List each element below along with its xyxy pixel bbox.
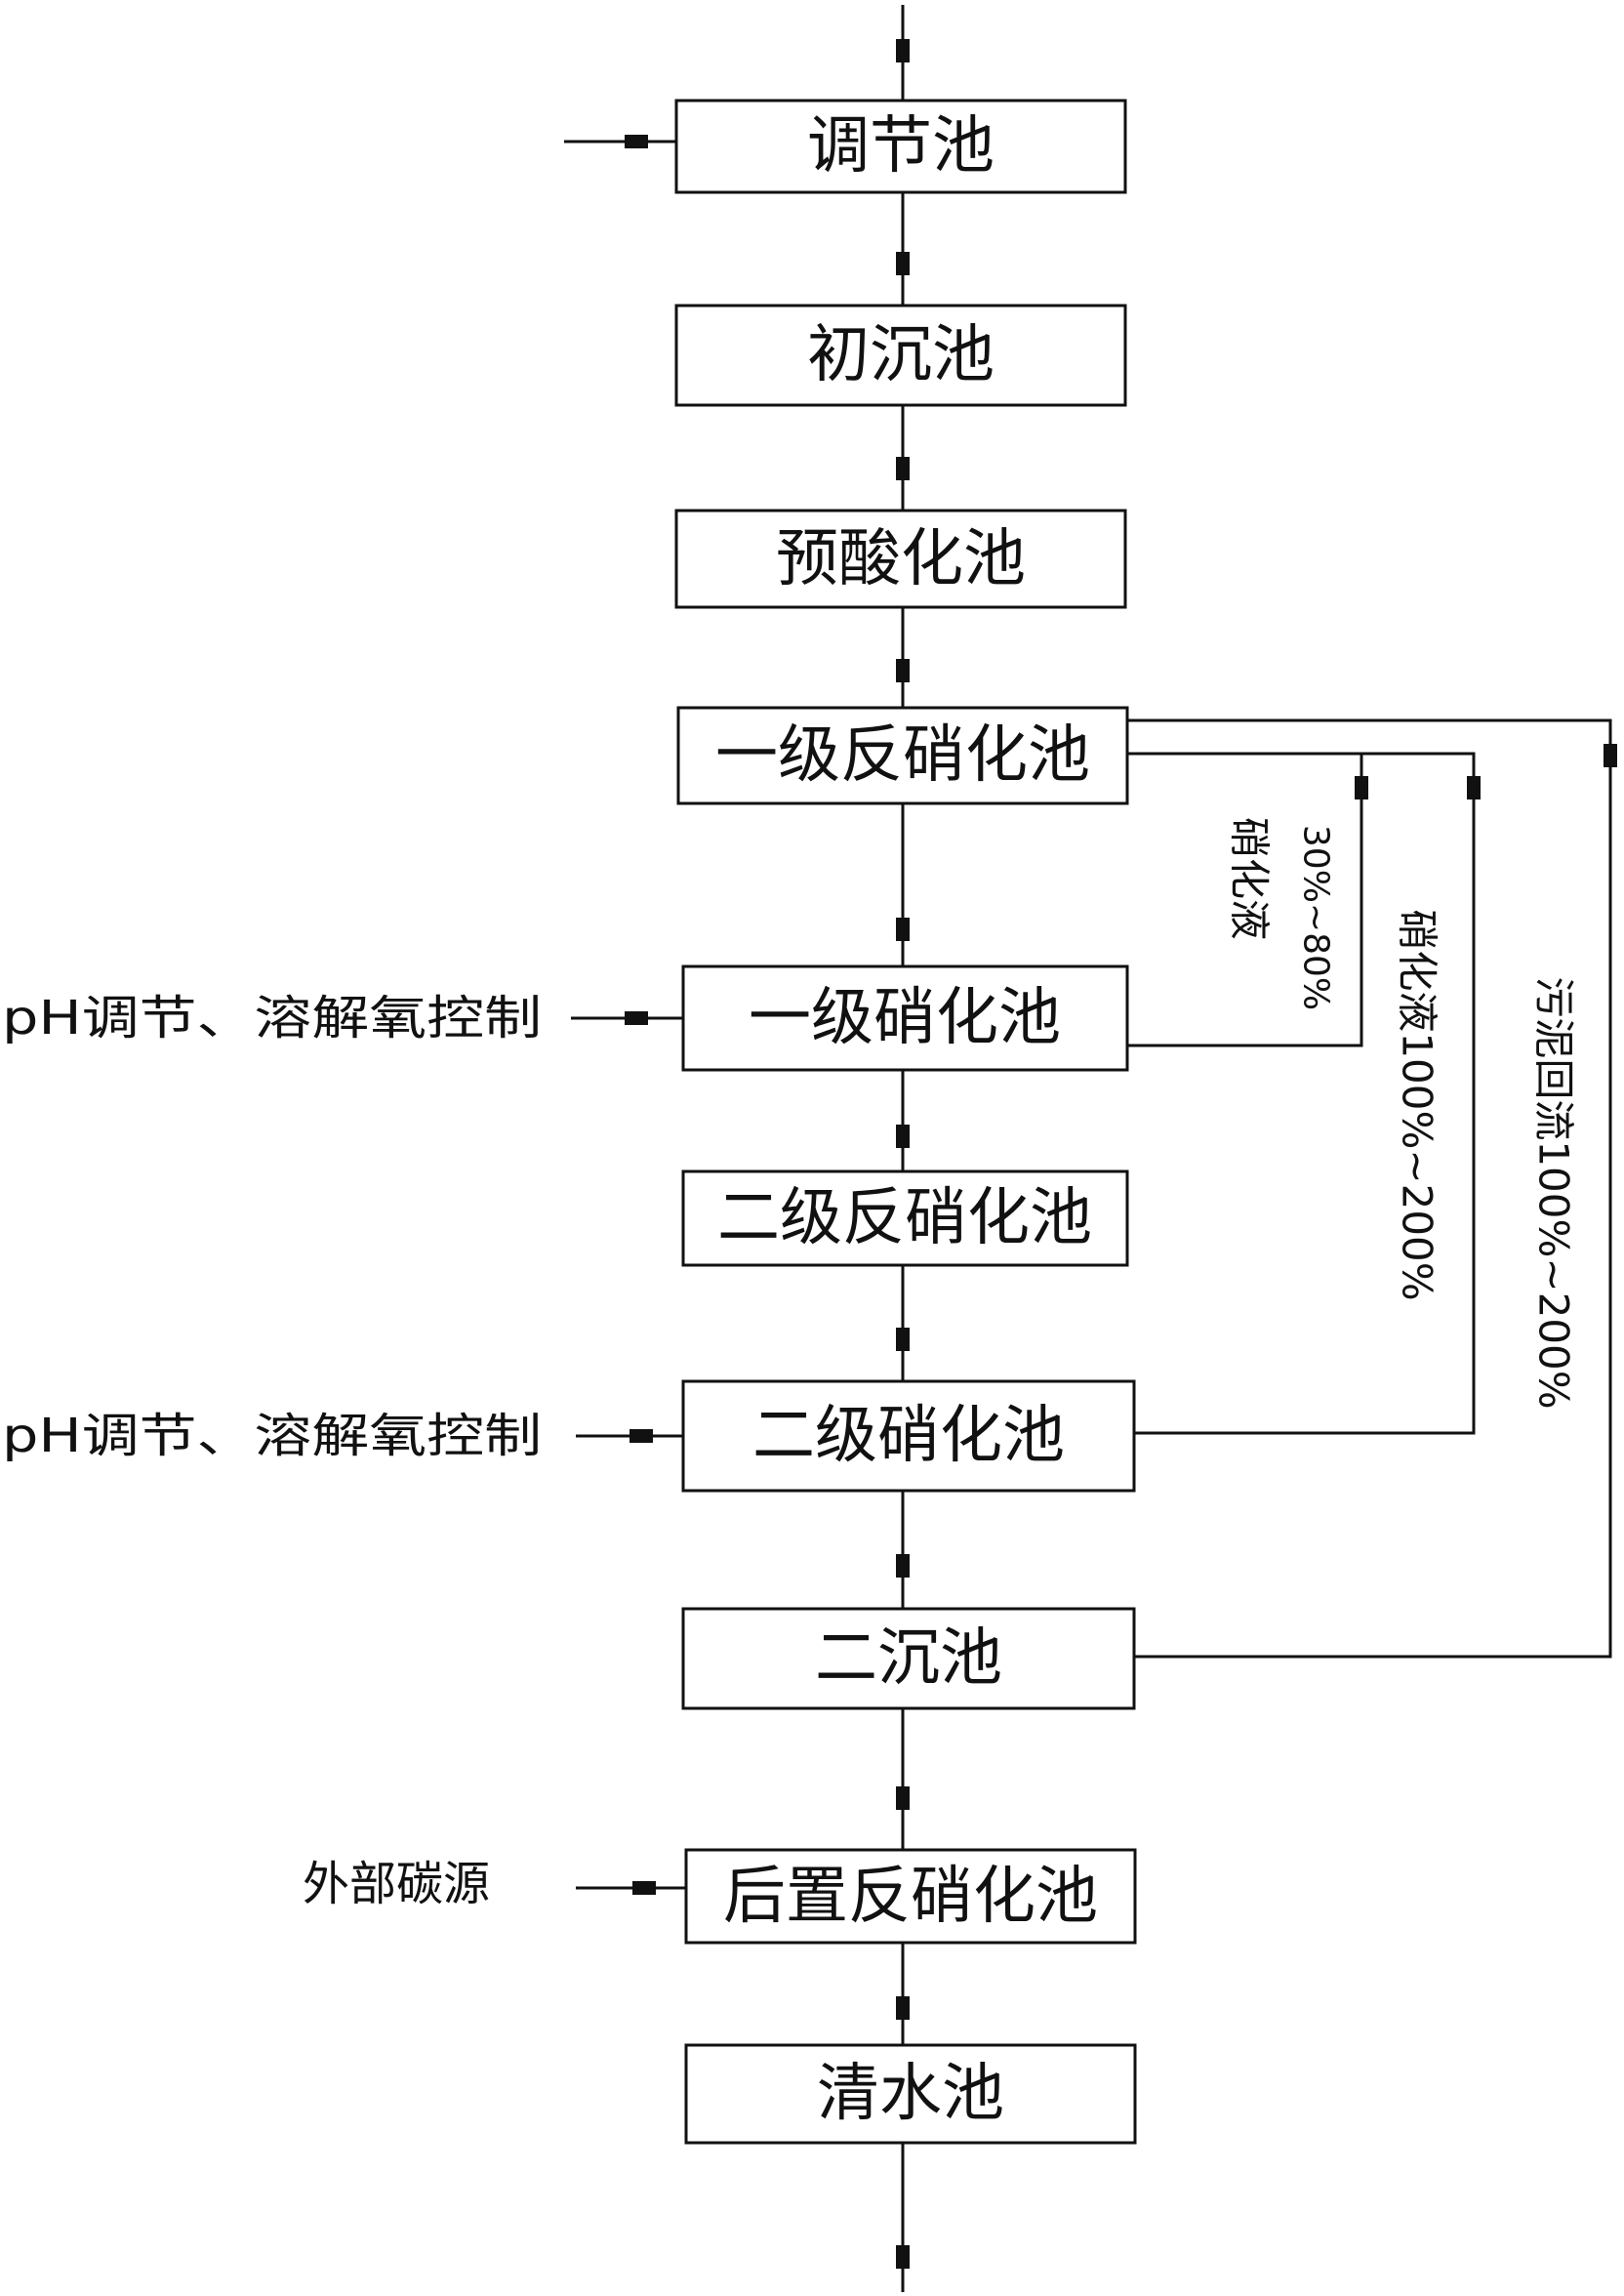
sludge-return-arrow-icon xyxy=(1604,744,1617,767)
flow-arrow-icon xyxy=(896,2245,910,2269)
nitrified-liquid-2-arrow-icon xyxy=(1467,776,1481,800)
step-box xyxy=(674,509,1127,609)
step-label: 二沉池 xyxy=(815,1622,1002,1695)
step-label: 后置反硝化池 xyxy=(723,1861,1098,1933)
step-label: 二级硝化池 xyxy=(752,1400,1065,1472)
ph-control-2-arrow-icon xyxy=(629,1429,653,1443)
step-box xyxy=(674,304,1127,407)
step-box xyxy=(681,1169,1129,1267)
sludge-return-label: 污泥回流100%~200% xyxy=(1530,976,1578,1409)
side-inputs xyxy=(564,135,686,1895)
flow-arrow-icon xyxy=(896,1125,910,1148)
recycle-loops xyxy=(1127,718,1617,1659)
nitrified-liquid-1-ratio-label: 30%~80% xyxy=(1296,825,1336,1010)
external-carbon-label: 外部碳源 xyxy=(303,1857,490,1911)
flow-arrow-icon xyxy=(896,1996,910,2020)
step-yiji-fanxiaohuachi: 一级反硝化池 xyxy=(676,706,1129,805)
step-label: 一级反硝化池 xyxy=(715,719,1090,792)
nitrified-liquid-2-label: 硝化液100%~200% xyxy=(1394,909,1441,1300)
step-box xyxy=(681,1379,1136,1493)
step-erji-fanxiaohuachi: 二级反硝化池 xyxy=(681,1169,1129,1267)
ph-control-1-label: pH调节、溶解氧控制 xyxy=(2,991,542,1046)
step-box xyxy=(684,1848,1137,1945)
inlet-feed-arrow-icon xyxy=(625,135,648,148)
step-label: 预酸化池 xyxy=(776,523,1026,595)
main-flow-arrows xyxy=(896,39,910,2269)
flow-arrow-icon xyxy=(896,1786,910,1810)
sludge-return-loop xyxy=(1127,718,1612,1659)
step-box xyxy=(681,1607,1136,1710)
step-houzhi-fanxiaohuachi: 后置反硝化池 xyxy=(684,1848,1137,1945)
step-label: 初沉池 xyxy=(807,319,995,391)
nitrified-liquid-1-name-label: 硝化液 xyxy=(1226,817,1274,940)
step-erji-xiaohuachi: 二级硝化池 xyxy=(681,1379,1136,1493)
step-tiaojiechi: 调节池 xyxy=(674,99,1127,194)
ph-control-2-label: pH调节、溶解氧控制 xyxy=(2,1409,542,1463)
step-label: 二级反硝化池 xyxy=(717,1182,1092,1254)
step-box xyxy=(681,964,1129,1072)
nitrified-liquid-1-arrow-icon xyxy=(1355,776,1368,800)
flow-arrow-icon xyxy=(896,918,910,941)
flow-arrow-icon xyxy=(896,39,910,62)
flow-arrow-icon xyxy=(896,252,910,275)
external-carbon-arrow-icon xyxy=(632,1881,656,1895)
step-label: 调节池 xyxy=(807,110,995,183)
step-yiji-xiaohuachi: 一级硝化池 xyxy=(681,964,1129,1072)
flow-arrow-icon xyxy=(896,457,910,480)
step-chuchenchi: 初沉池 xyxy=(674,304,1127,407)
step-label: 一级硝化池 xyxy=(749,982,1061,1054)
flow-arrow-icon xyxy=(896,1328,910,1351)
step-label: 清水池 xyxy=(817,2058,1004,2130)
flow-arrow-icon xyxy=(896,659,910,682)
nitrified-liquid-1-loop xyxy=(1127,752,1363,1047)
step-erchenchi: 二沉池 xyxy=(681,1607,1136,1710)
ph-control-1-arrow-icon xyxy=(625,1011,648,1025)
step-box xyxy=(674,99,1127,194)
step-yusuanhuachi: 预酸化池 xyxy=(674,509,1127,609)
step-qingshuichi: 清水池 xyxy=(684,2043,1137,2145)
step-box xyxy=(676,706,1129,805)
step-box xyxy=(684,2043,1137,2145)
flow-arrow-icon xyxy=(896,1554,910,1578)
nitrified-liquid-2-loop xyxy=(1134,752,1476,1435)
